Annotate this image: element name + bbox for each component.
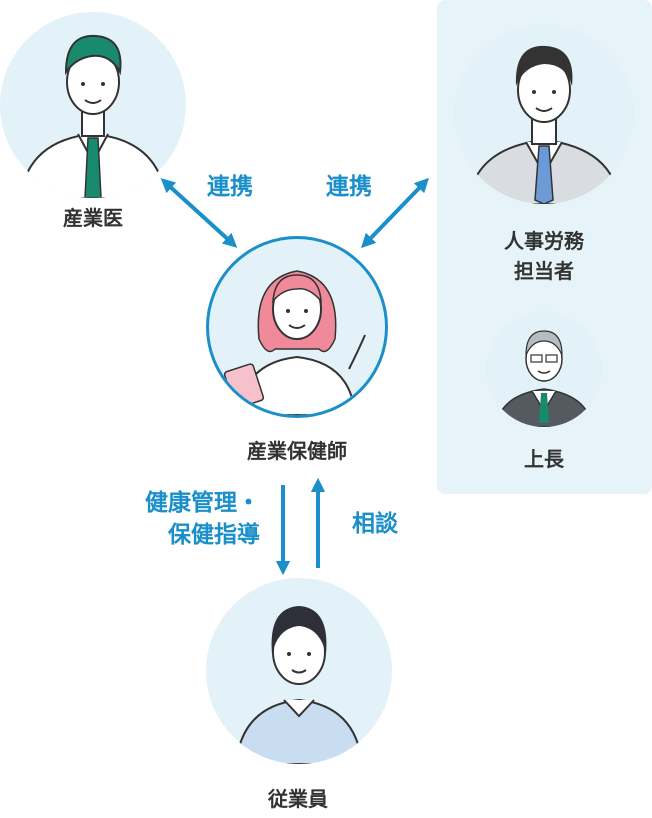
hr-staff-avatar [454,24,634,204]
employee-avatar [206,578,392,764]
occupational-physician-label: 産業医 [63,206,123,230]
supervisor-avatar [486,311,602,427]
consultation-label: 相談 [352,511,398,537]
public-health-nurse-label: 産業保健師 [247,439,347,463]
occupational-physician-avatar [0,12,186,198]
hr-nurse-arrow [360,177,430,249]
public-health-nurse-avatar [206,236,388,418]
employee-label: 従業員 [268,787,328,811]
supervisor-label: 上長 [524,447,564,471]
physician-nurse-arrow [160,178,238,248]
cooperation-right-label: 連携 [326,174,372,200]
cooperation-left-label: 連携 [207,174,253,200]
health-guidance-label: 健康管理・ 保健指導 [145,490,260,548]
hr-staff-label: 人事労務 担当者 [504,229,584,283]
